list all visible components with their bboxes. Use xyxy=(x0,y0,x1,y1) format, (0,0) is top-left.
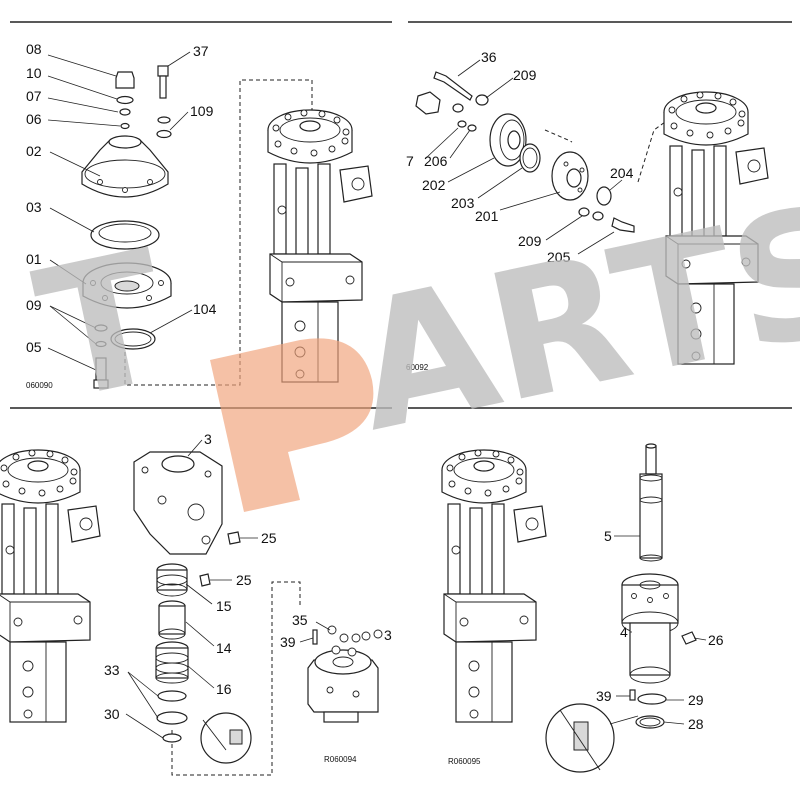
label-28: 28 xyxy=(688,716,704,732)
label-16: 16 xyxy=(216,681,232,697)
label-33: 33 xyxy=(104,662,120,678)
label-10: 10 xyxy=(26,65,42,81)
label-5: 5 xyxy=(604,528,612,544)
label-25-lower: 25 xyxy=(236,572,252,588)
watermark-logo-accent xyxy=(210,338,374,512)
label-39: 39 xyxy=(280,634,296,650)
label-15: 15 xyxy=(216,598,232,614)
figure-code: 60092 xyxy=(406,363,429,372)
label-05: 05 xyxy=(26,339,42,355)
label-08: 08 xyxy=(26,41,42,57)
label-35: 35 xyxy=(292,612,308,628)
label-109: 109 xyxy=(190,103,214,119)
label-3-right: 3 xyxy=(384,627,392,643)
figure-code: R060094 xyxy=(324,755,357,764)
label-03: 03 xyxy=(26,199,42,215)
label-36: 36 xyxy=(481,49,497,65)
label-209-lower: 209 xyxy=(518,233,542,249)
label-3: 3 xyxy=(204,431,212,447)
label-202: 202 xyxy=(422,177,446,193)
panel-bottom-left: 3 25 25 15 14 16 33 30 35 39 3 R060094 xyxy=(0,431,392,776)
label-104: 104 xyxy=(193,301,217,317)
label-07: 07 xyxy=(26,88,42,104)
label-205: 205 xyxy=(547,249,571,265)
label-09: 09 xyxy=(26,297,42,313)
figure-code: R060095 xyxy=(448,757,481,766)
label-01: 01 xyxy=(26,251,42,267)
label-37: 37 xyxy=(193,43,209,59)
panel-top-left: 08 10 07 06 02 03 01 09 05 37 109 104 06… xyxy=(26,41,373,390)
label-209: 209 xyxy=(513,67,537,83)
label-206: 206 xyxy=(424,153,448,169)
label-25-upper: 25 xyxy=(261,530,277,546)
label-204: 204 xyxy=(610,165,634,181)
label-203: 203 xyxy=(451,195,475,211)
label-39: 39 xyxy=(596,688,612,704)
label-02: 02 xyxy=(26,143,42,159)
label-4: 4 xyxy=(620,624,628,640)
watermark-arts: ARTS xyxy=(338,164,800,471)
label-14: 14 xyxy=(216,640,232,656)
panel-bottom-right: 5 4 26 39 29 28 R060095 xyxy=(441,443,724,773)
figure-code: 060090 xyxy=(26,381,53,390)
label-06: 06 xyxy=(26,111,42,127)
label-29: 29 xyxy=(688,692,704,708)
label-30: 30 xyxy=(104,706,120,722)
label-201: 201 xyxy=(475,208,499,224)
label-7: 7 xyxy=(406,153,414,169)
panel-top-right: 36 209 7 206 202 203 201 204 209 205 600… xyxy=(406,49,769,372)
label-26: 26 xyxy=(708,632,724,648)
